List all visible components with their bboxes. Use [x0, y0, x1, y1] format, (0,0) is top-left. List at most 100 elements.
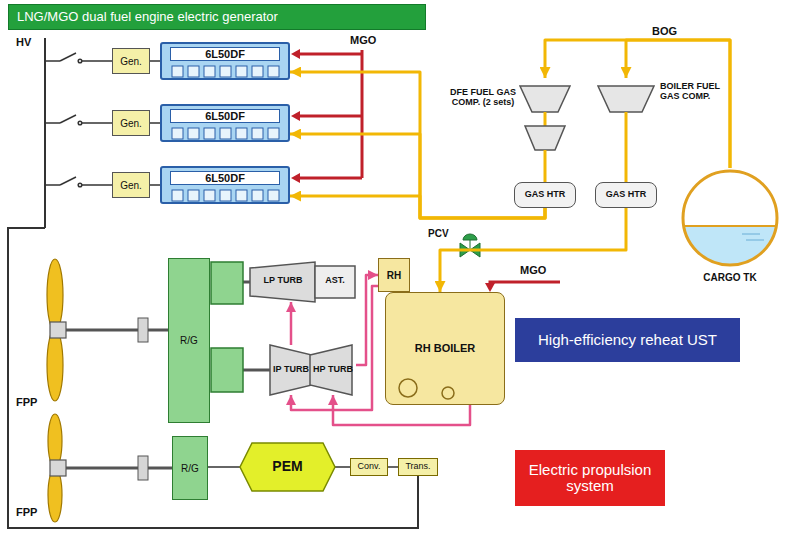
generator-box: Gen.: [112, 172, 150, 198]
part-label: HV: [16, 36, 31, 48]
node-label: Electric propulsion system: [519, 462, 661, 495]
hv-bus: [8, 228, 418, 528]
node-label: IP TURB: [273, 365, 309, 375]
node-label: 6L50DF: [170, 171, 280, 185]
cargo-tank-outline: [683, 171, 777, 265]
compressor-outline: [625, 112, 628, 166]
node-label: RH BOILER: [415, 342, 476, 354]
engine-box-outline: [172, 128, 183, 139]
mgo-line: [298, 177, 362, 180]
hv-bus: [8, 38, 418, 528]
node-label: Trans.: [405, 462, 430, 472]
gear-pinion: [211, 262, 243, 304]
compressor-outline: [598, 86, 654, 112]
node-label: Gen.: [120, 180, 142, 191]
mgo-arrowhead: [485, 283, 495, 292]
propeller-shaft: [64, 467, 172, 470]
mgo-arrowhead: [291, 173, 300, 183]
engine-box-outline: [220, 128, 231, 139]
engine-box-outline: [188, 128, 199, 139]
turbine: LP TURBAST.: [250, 262, 355, 302]
compressor-outline: [525, 126, 565, 150]
node-label: R/G: [180, 335, 198, 346]
propeller: [47, 259, 66, 522]
engine-box-outline: [172, 190, 183, 201]
node-label: GAS HTR: [525, 190, 566, 200]
engine-box-outline: [236, 190, 247, 201]
node-label: R/G: [181, 463, 199, 474]
breaker-switch: [60, 115, 76, 123]
cargo-tank-outline: [684, 225, 777, 227]
connector: [208, 466, 240, 468]
engine-box: 6L50DF: [160, 104, 290, 142]
gas-line: [290, 72, 545, 218]
cargo-tank-outline: [742, 234, 760, 235]
engine-box-outline: [252, 190, 263, 201]
hv-bus: [44, 38, 46, 228]
engine-box-outline: [268, 190, 279, 201]
gear-pinion: [211, 262, 243, 392]
banner-box: Electric propulsion system: [515, 450, 665, 506]
breaker-switch: [80, 184, 112, 186]
gas-line: [440, 208, 626, 292]
steam-line: [290, 302, 293, 345]
propeller: [50, 322, 66, 338]
cargo-tank-outline: [746, 240, 764, 241]
node-label: Conv.: [358, 462, 381, 472]
part-label: PCV: [428, 228, 449, 239]
part-label: FPP: [16, 506, 37, 518]
part-label: FPP: [16, 396, 37, 408]
engine-box-outline: [268, 66, 279, 77]
steam-line: [356, 275, 378, 365]
connector: [335, 466, 350, 468]
node-label: Gen.: [120, 56, 142, 67]
breaker-switch: [45, 53, 112, 187]
connector: [388, 466, 398, 468]
connector: [150, 60, 160, 62]
engine-box-outline: [204, 66, 215, 77]
turbine-outline: [250, 262, 315, 302]
mgo-arrowhead: [291, 111, 300, 121]
turbine-outline: [270, 345, 312, 395]
engine-box-outline: [188, 66, 199, 77]
propulsion-motor: PEM: [240, 443, 335, 491]
turbine-outline: [310, 345, 352, 395]
breaker-switch: [80, 60, 112, 62]
compressor-outline: [520, 86, 570, 112]
breaker-switch: [80, 122, 112, 124]
engine-box-outline: [172, 66, 183, 77]
propeller: [47, 329, 63, 401]
boiler-box: RH BOILER: [385, 292, 505, 405]
engine-box-outline: [220, 190, 231, 201]
part-label: MGO: [520, 264, 546, 276]
engine-box-outline: [236, 66, 247, 77]
engine-box-outline: [204, 190, 215, 201]
propeller-shaft: [243, 369, 270, 372]
node-label: 6L50DF: [170, 47, 280, 61]
breaker-switch: [60, 53, 76, 61]
transformer-box: Trans.: [398, 458, 438, 476]
engine-box: 6L50DF: [160, 42, 290, 80]
pcv-valve: [463, 234, 477, 240]
breaker-switch: [45, 122, 60, 124]
edge-label: BOG: [650, 25, 679, 37]
shaft-flange: [138, 318, 148, 480]
cargo-tank: CARGO TK: [680, 168, 780, 290]
engine-box-outline: [252, 66, 263, 77]
engine-box-outline: [204, 128, 215, 139]
breaker-switch: [45, 184, 60, 186]
mgo-line: [298, 53, 362, 56]
cargo-tank-outline: [684, 226, 777, 265]
reduction-gear: R/G: [172, 436, 208, 500]
cargo-tank-outline: [680, 168, 780, 290]
mgo-line: [490, 282, 560, 285]
gas-heater: GAS HTR: [514, 182, 576, 208]
node-label: Gen.: [120, 118, 142, 129]
mgo-arrowhead: [291, 49, 300, 59]
node-label: DFE FUEL GAS COMP. (2 sets): [450, 88, 516, 108]
node-label: GAS HTR: [606, 190, 647, 200]
gas-heater: GAS HTR: [595, 182, 657, 208]
node-label: CARGO TK: [680, 272, 780, 283]
part-label: MGO: [350, 34, 376, 46]
reduction-gear: R/G: [168, 258, 210, 423]
